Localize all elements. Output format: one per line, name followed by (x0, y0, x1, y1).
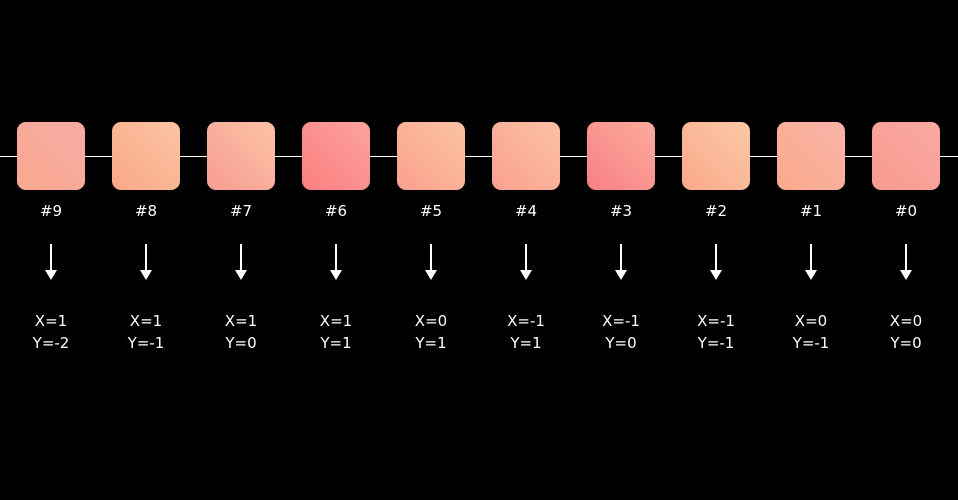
timeline-line (0, 156, 958, 157)
item-label: #8 (134, 202, 158, 220)
arrow-down-icon (330, 244, 342, 282)
arrow-down-icon (520, 244, 532, 282)
x-value: X=-1 (507, 312, 545, 330)
color-square (777, 122, 845, 190)
item-label: #4 (514, 202, 538, 220)
color-square (17, 122, 85, 190)
x-value: X=1 (34, 312, 68, 330)
color-square (112, 122, 180, 190)
arrow-down-icon (900, 244, 912, 282)
item-label: #2 (704, 202, 728, 220)
color-square (492, 122, 560, 190)
arrow-down-icon (45, 244, 57, 282)
item-label: #9 (39, 202, 63, 220)
y-value: Y=0 (605, 334, 637, 352)
x-value: X=1 (224, 312, 258, 330)
y-value: Y=1 (510, 334, 542, 352)
color-square (682, 122, 750, 190)
item-label: #5 (419, 202, 443, 220)
color-square (397, 122, 465, 190)
item-label: #3 (609, 202, 633, 220)
x-value: X=-1 (697, 312, 735, 330)
y-value: Y=1 (415, 334, 447, 352)
item-label: #6 (324, 202, 348, 220)
item-label: #7 (229, 202, 253, 220)
arrow-down-icon (710, 244, 722, 282)
color-square (587, 122, 655, 190)
arrow-down-icon (140, 244, 152, 282)
color-square (207, 122, 275, 190)
y-value: Y=1 (320, 334, 352, 352)
item-label: #0 (894, 202, 918, 220)
y-value: Y=-1 (127, 334, 165, 352)
y-value: Y=0 (225, 334, 257, 352)
arrow-down-icon (615, 244, 627, 282)
x-value: X=1 (129, 312, 163, 330)
color-square (302, 122, 370, 190)
color-square (872, 122, 940, 190)
y-value: Y=0 (890, 334, 922, 352)
y-value: Y=-1 (792, 334, 830, 352)
y-value: Y=-1 (697, 334, 735, 352)
x-value: X=1 (319, 312, 353, 330)
item-label: #1 (799, 202, 823, 220)
x-value: X=-1 (602, 312, 640, 330)
x-value: X=0 (889, 312, 923, 330)
y-value: Y=-2 (32, 334, 70, 352)
arrow-down-icon (425, 244, 437, 282)
arrow-down-icon (235, 244, 247, 282)
x-value: X=0 (414, 312, 448, 330)
arrow-down-icon (805, 244, 817, 282)
x-value: X=0 (794, 312, 828, 330)
